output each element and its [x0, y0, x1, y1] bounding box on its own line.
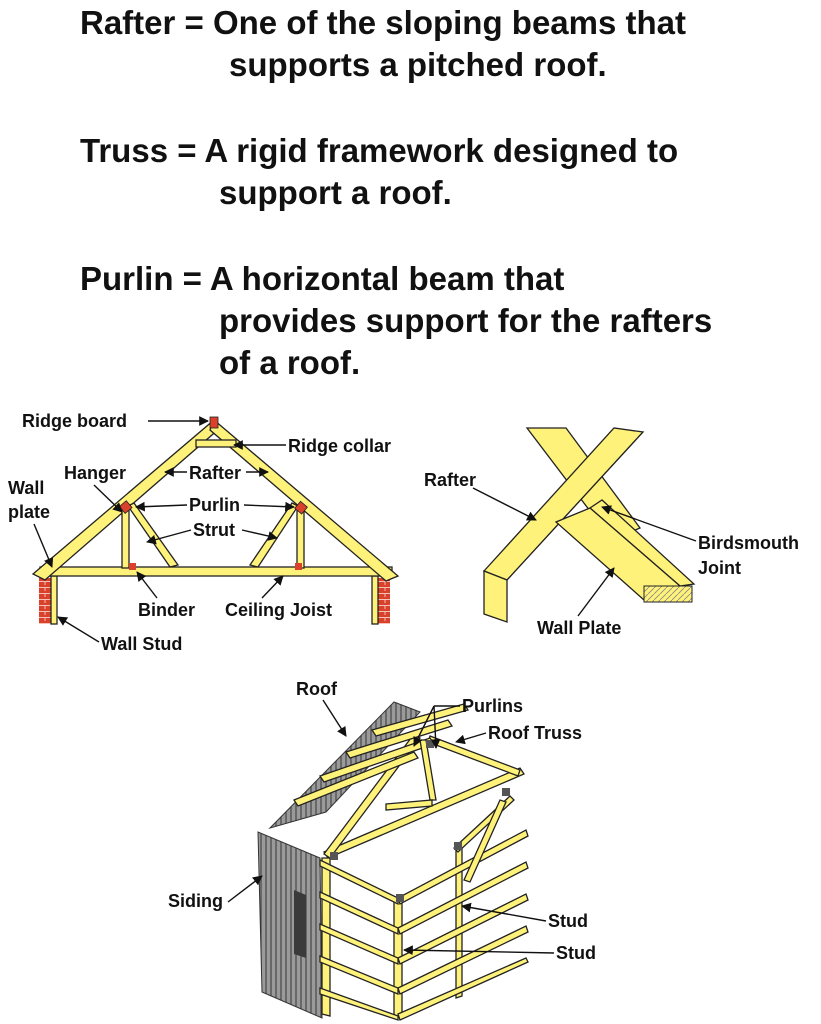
label-siding: Siding — [168, 891, 223, 911]
siding-panel — [257, 831, 323, 1019]
purlin-definition-line3: of a roof. — [219, 344, 361, 381]
label-roof-truss: Roof Truss — [488, 723, 582, 743]
right-hanger — [296, 507, 305, 569]
right-strut — [248, 502, 299, 568]
label-hanger: Hanger — [64, 463, 126, 483]
ridge-board-block — [209, 416, 219, 429]
label-roof: Roof — [296, 679, 338, 699]
label-ridge-collar: Ridge collar — [288, 436, 391, 456]
left-binder-block — [129, 563, 136, 570]
label-purlin: Purlin — [189, 495, 240, 515]
ceiling-joist — [39, 566, 393, 577]
truss-diagram: Ridge board Ridge collar Hanger Rafter W… — [8, 411, 400, 654]
truss-web-4 — [463, 799, 507, 883]
purlin-definition-line2: provides support for the rafters — [219, 302, 713, 339]
left-wall-stud — [50, 575, 58, 625]
joint-rafter-side — [483, 570, 508, 623]
label-wall-stud: Wall Stud — [101, 634, 182, 654]
label-strut: Strut — [193, 520, 235, 540]
label-wall: Wall — [8, 478, 44, 498]
wall-plate-end — [643, 585, 693, 603]
right-brick-wall — [378, 578, 390, 624]
front-wall-girts — [319, 858, 399, 1021]
left-brick-wall — [39, 578, 51, 624]
right-wall-stud — [371, 575, 379, 625]
right-purlin-block — [294, 500, 308, 515]
truss-definition-line1: Truss = A rigid framework designed to — [80, 132, 679, 169]
label-rafter: Rafter — [189, 463, 241, 483]
label-birdsmouth: Birdsmouth — [698, 533, 799, 553]
label-plate: plate — [8, 502, 50, 522]
rafter-definition-line2: supports a pitched roof. — [229, 46, 607, 83]
truss-web-1 — [419, 739, 437, 801]
purlin-definition-line1: Purlin = A horizontal beam that — [80, 260, 565, 297]
label-stud-2: Stud — [556, 943, 596, 963]
left-hanger — [121, 507, 130, 569]
birdsmouth-joint-diagram: Rafter Birdsmouth Joint Wall Plate — [424, 427, 799, 638]
ridge-collar — [195, 439, 237, 448]
building-frame-diagram: Roof Purlins Roof Truss Siding Stud Stud — [168, 679, 596, 1021]
label-binder: Binder — [138, 600, 195, 620]
roof-purlins — [293, 703, 470, 807]
label-stud-1: Stud — [548, 911, 588, 931]
label-joint-rafter: Rafter — [424, 470, 476, 490]
truss-web-2 — [385, 799, 433, 811]
label-wall-plate: Wall Plate — [537, 618, 621, 638]
truss-definition-line2: support a roof. — [219, 174, 452, 211]
rafter-definition-line1: Rafter = One of the sloping beams that — [80, 4, 687, 41]
side-wall-girts — [397, 829, 529, 1021]
label-joint: Joint — [698, 558, 741, 578]
right-binder-block — [295, 563, 302, 570]
label-purlins: Purlins — [462, 696, 523, 716]
siding-door — [294, 890, 306, 958]
label-ceiling-joist: Ceiling Joist — [225, 600, 332, 620]
label-ridge-board: Ridge board — [22, 411, 127, 431]
